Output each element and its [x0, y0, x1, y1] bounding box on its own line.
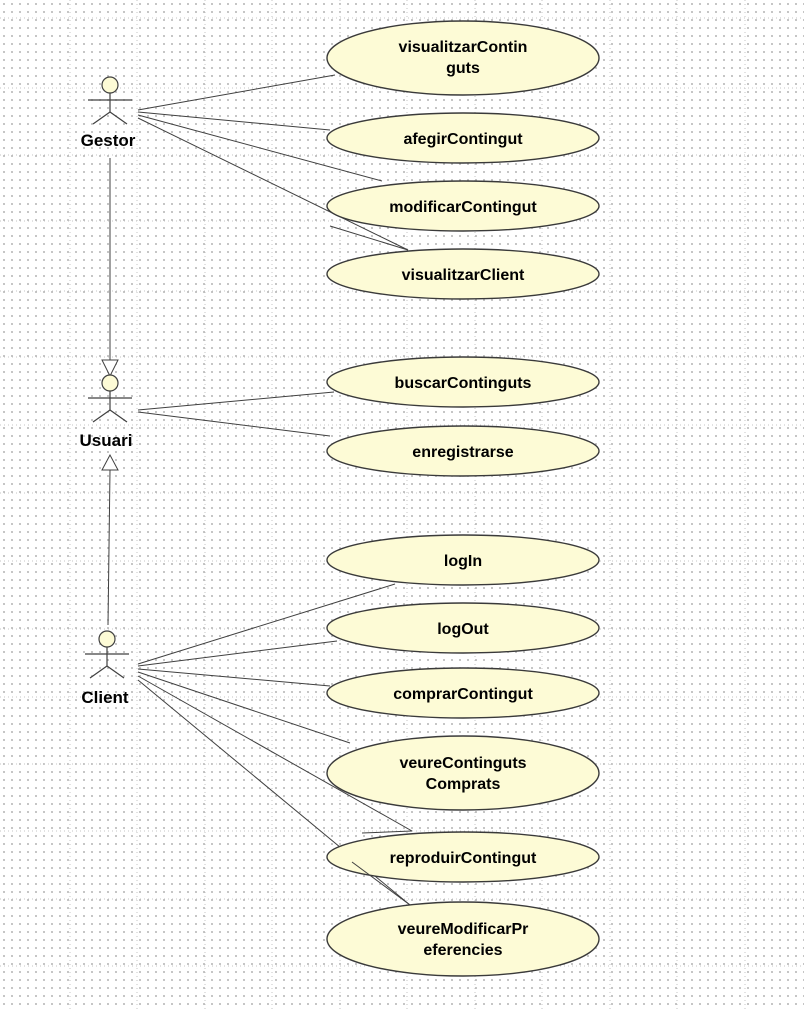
usecase-afegirContingut[interactable]	[326, 112, 600, 164]
usecase-reproduirContingut[interactable]	[326, 831, 600, 883]
association-gestor-visualitzarContinguts	[137, 74, 336, 111]
usecase-label-visualitzarClient: visualitzarClient	[402, 267, 525, 284]
usecase-label-veureModificarPreferencies-line1: veureModificarPr	[398, 921, 529, 938]
association-client-comprarContingut	[137, 668, 331, 687]
usecase-buscarContinguts[interactable]	[326, 356, 600, 408]
actor-client[interactable]	[85, 630, 129, 679]
actor-client-head	[98, 630, 116, 648]
usecase-label-visualitzarContinguts-line2: guts	[446, 60, 480, 77]
actor-label-gestor: Gestor	[81, 131, 136, 150]
usecase-veureModificarPreferencies[interactable]	[326, 901, 600, 977]
generalization-arrowhead-up	[101, 453, 119, 471]
association-usuari-buscarContinguts	[137, 391, 335, 411]
actor-gestor-head	[101, 76, 119, 94]
usecase-label-comprarContingut: comprarContingut	[393, 686, 533, 703]
actor-gestor[interactable]	[88, 76, 132, 125]
association-gestor-visualitzarClient	[137, 117, 409, 251]
actor-usuari-head	[101, 374, 119, 392]
actor-label-client: Client	[81, 688, 129, 707]
generalization-client-usuari	[107, 469, 111, 626]
association-client-logIn	[137, 583, 396, 665]
association-gestor-modificarContingut	[137, 114, 383, 182]
usecase-label-enregistrarse: enregistrarse	[412, 444, 513, 461]
association-usuari-enregistrarse	[137, 411, 331, 437]
usecase-label-logIn: logIn	[444, 553, 482, 570]
usecase-label-visualitzarContinguts-line1: visualitzarContin	[399, 39, 528, 56]
usecase-veureContingutsComprats[interactable]	[326, 735, 600, 811]
usecase-label-modificarContingut: modificarContingut	[389, 199, 537, 216]
usecase-label-veureModificarPreferencies-line2: eferencies	[423, 942, 502, 959]
actor-usuari[interactable]	[88, 374, 132, 423]
usecase-label-buscarContinguts: buscarContinguts	[395, 375, 532, 392]
generalization-arrowhead-down	[101, 359, 119, 378]
association-client-veureContingutsComprats	[137, 671, 351, 744]
association-gestor-afegirContingut	[137, 111, 331, 131]
usecase-visualitzarContinguts[interactable]	[326, 20, 600, 96]
usecase-label-veureContingutsComprats-line2: Comprats	[426, 776, 501, 793]
association-overlap-visualitzarClient	[329, 225, 409, 251]
usecase-label-afegirContingut: afegirContingut	[403, 131, 523, 148]
association-client-reproduirContingut	[137, 675, 413, 832]
association-client-logOut	[137, 640, 338, 667]
usecase-logOut[interactable]	[326, 602, 600, 654]
usecase-logIn[interactable]	[326, 534, 600, 586]
association-overlap-reproduirContingut	[361, 830, 413, 834]
usecase-enregistrarse[interactable]	[326, 425, 600, 477]
association-overlap-veureModificarPreferencies	[351, 861, 411, 906]
usecase-comprarContingut[interactable]	[326, 667, 600, 719]
usecase-label-reproduirContingut: reproduirContingut	[390, 850, 537, 867]
usecase-label-logOut: logOut	[437, 621, 489, 638]
actor-label-usuari: Usuari	[80, 431, 133, 450]
usecase-modificarContingut[interactable]	[326, 180, 600, 232]
usecase-visualitzarClient[interactable]	[326, 248, 600, 300]
usecase-label-veureContingutsComprats-line1: veureContinguts	[399, 755, 526, 772]
